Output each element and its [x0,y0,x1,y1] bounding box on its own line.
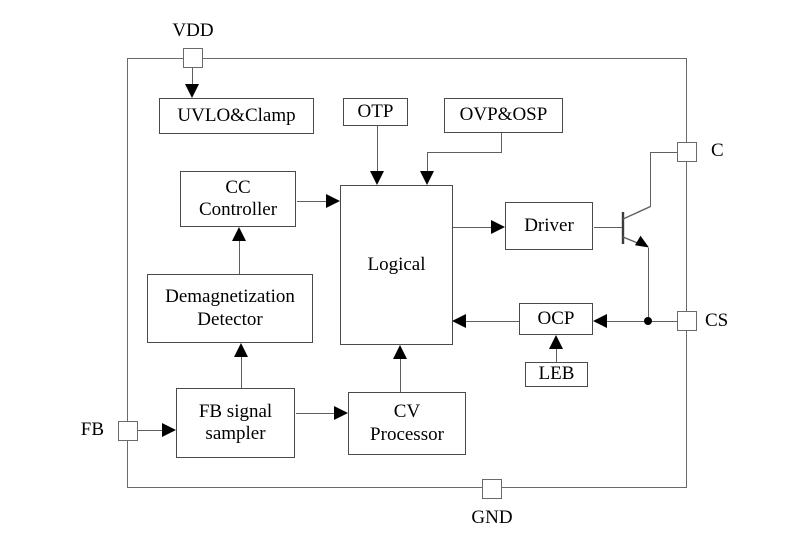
pin-label-fb: FB [80,419,104,440]
block-ovp-osp: OVP&OSP [444,98,563,133]
arrowhead-otp-into-logical [370,171,384,185]
pin-c [677,142,697,162]
wire-sampler-to-demag [241,357,242,388]
pin-vdd [183,48,203,68]
junction-dot [644,317,652,325]
arrowhead-ocp-into-logical [452,314,466,328]
wire-cspin-to-ocp [607,321,677,322]
arrowhead-fb-into-sampler [162,423,176,437]
block-cc-controller: CC Controller [180,171,296,227]
arrowhead-sampler-into-cv [334,406,348,420]
wire-collector-vertical [650,152,651,207]
block-demagnetization-detector: Demagnetization Detector [147,274,313,343]
pin-label-cs: CS [705,310,729,331]
pin-cs [677,311,697,331]
pin-label-c: C [711,140,724,161]
block-fb-signal-sampler: FB signal sampler [176,388,295,458]
wire-cv-to-logical [400,359,401,392]
wire-collector-to-cpin [650,152,677,153]
pin-label-gnd: GND [471,507,513,528]
arrowhead-ovp-into-logical [420,171,434,185]
arrowhead-cv-into-logical [393,345,407,359]
block-logical: Logical [340,185,453,345]
wire-ovp-vertical-2 [427,152,428,172]
chip-outline [127,58,687,488]
wire-ovp-horizontal [427,152,502,153]
wire-emitter-vertical [648,248,649,321]
wire-driver-to-base [594,227,623,228]
block-cv-processor: CV Processor [348,392,466,455]
wire-ocp-to-logical [466,321,519,322]
pin-gnd [482,479,502,499]
arrowhead-cs-into-ocp [593,314,607,328]
block-otp: OTP [343,98,408,126]
pin-label-vdd: VDD [172,20,214,41]
npn-transistor [621,205,651,248]
wire-vdd-to-uvlo [192,65,193,85]
wire-otp-to-logical [377,126,378,172]
wire-ovp-vertical-1 [501,133,502,153]
wire-demag-to-cc [239,241,240,274]
wire-cc-to-logical [297,201,327,202]
arrowhead-demag-into-cc [232,227,246,241]
arrowhead-leb-into-ocp [549,335,563,349]
block-uvlo-clamp: UVLO&Clamp [159,98,314,134]
wire-fbpin-to-sampler [137,430,163,431]
pin-fb [118,421,138,441]
block-leb: LEB [525,362,588,387]
block-driver: Driver [505,202,593,250]
arrowhead-logical-into-driver [491,220,505,234]
arrowhead-cc-into-logical [326,194,340,208]
wire-leb-to-ocp [556,349,557,362]
arrowhead-vdd-into-uvlo [185,84,199,98]
wire-logical-to-driver [453,227,491,228]
arrowhead-sampler-into-demag [234,343,248,357]
wire-sampler-to-cv [296,413,334,414]
block-ocp: OCP [519,303,593,335]
